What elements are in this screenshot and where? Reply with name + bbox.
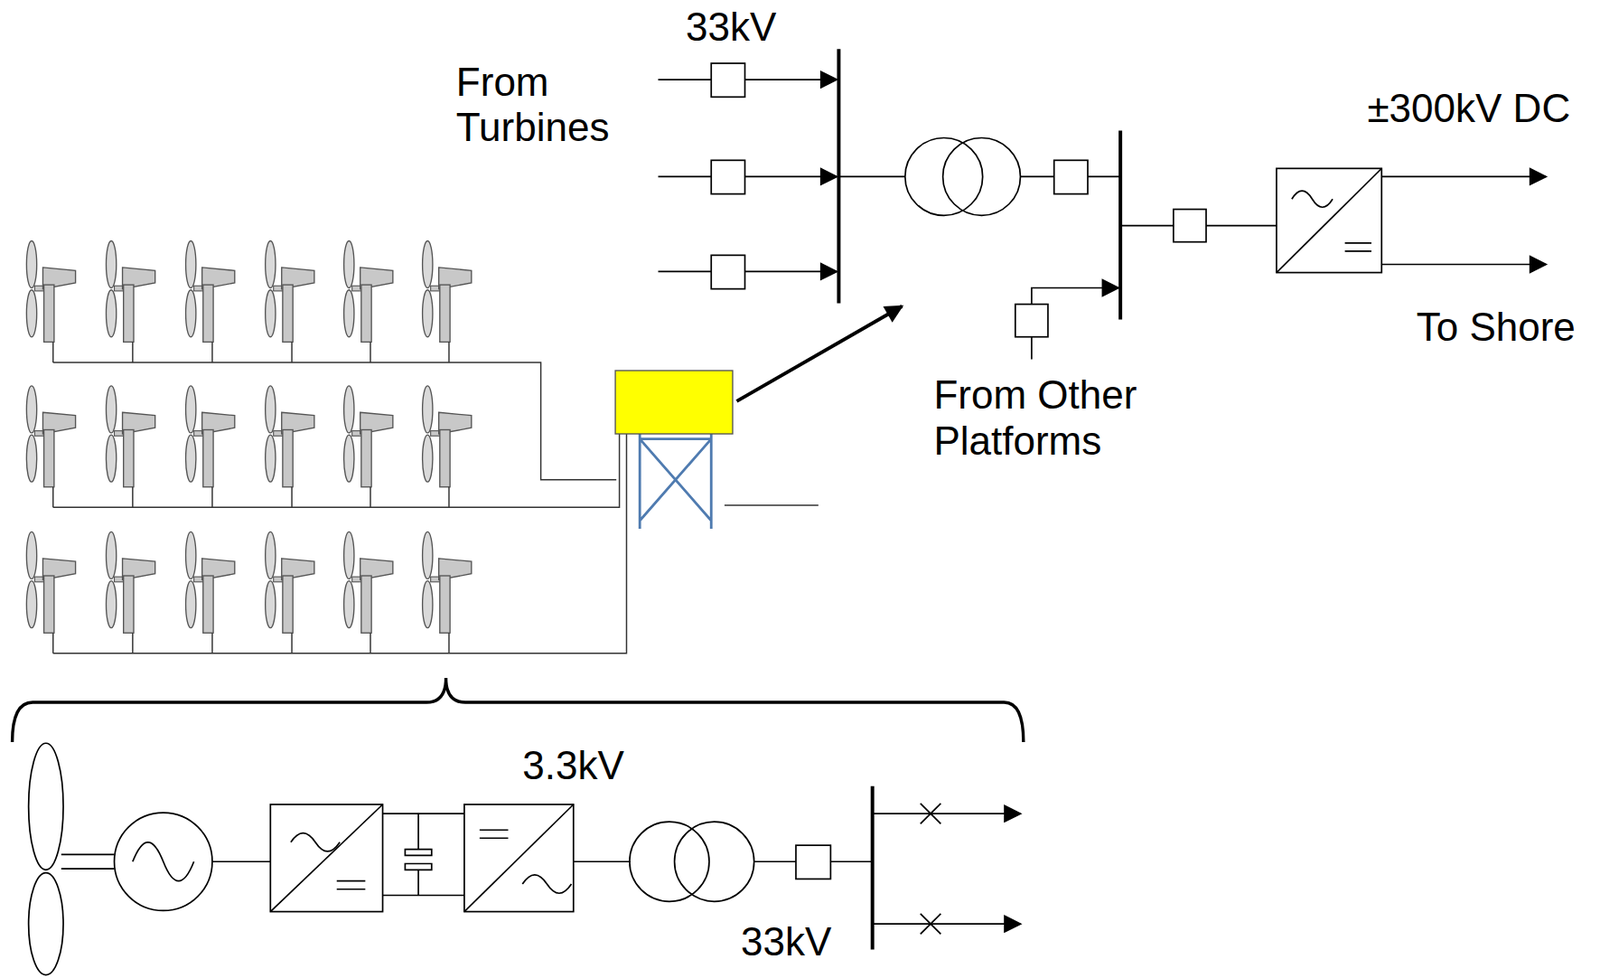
label-text: 3.3kV (522, 742, 625, 789)
label-text: To Shore (1416, 304, 1576, 351)
turbine-detail (28, 742, 1021, 974)
offshore-platform (615, 306, 902, 529)
label-text: ±300kV DC (1366, 85, 1571, 132)
label-text: From Turbines (456, 59, 661, 151)
label-text: 33kV (685, 4, 777, 51)
turbine-array (26, 241, 471, 634)
array-cables (53, 341, 819, 653)
label-text: From Other Platforms (933, 372, 1179, 464)
bracket (12, 677, 1024, 742)
label-text: 33kV (740, 918, 832, 965)
